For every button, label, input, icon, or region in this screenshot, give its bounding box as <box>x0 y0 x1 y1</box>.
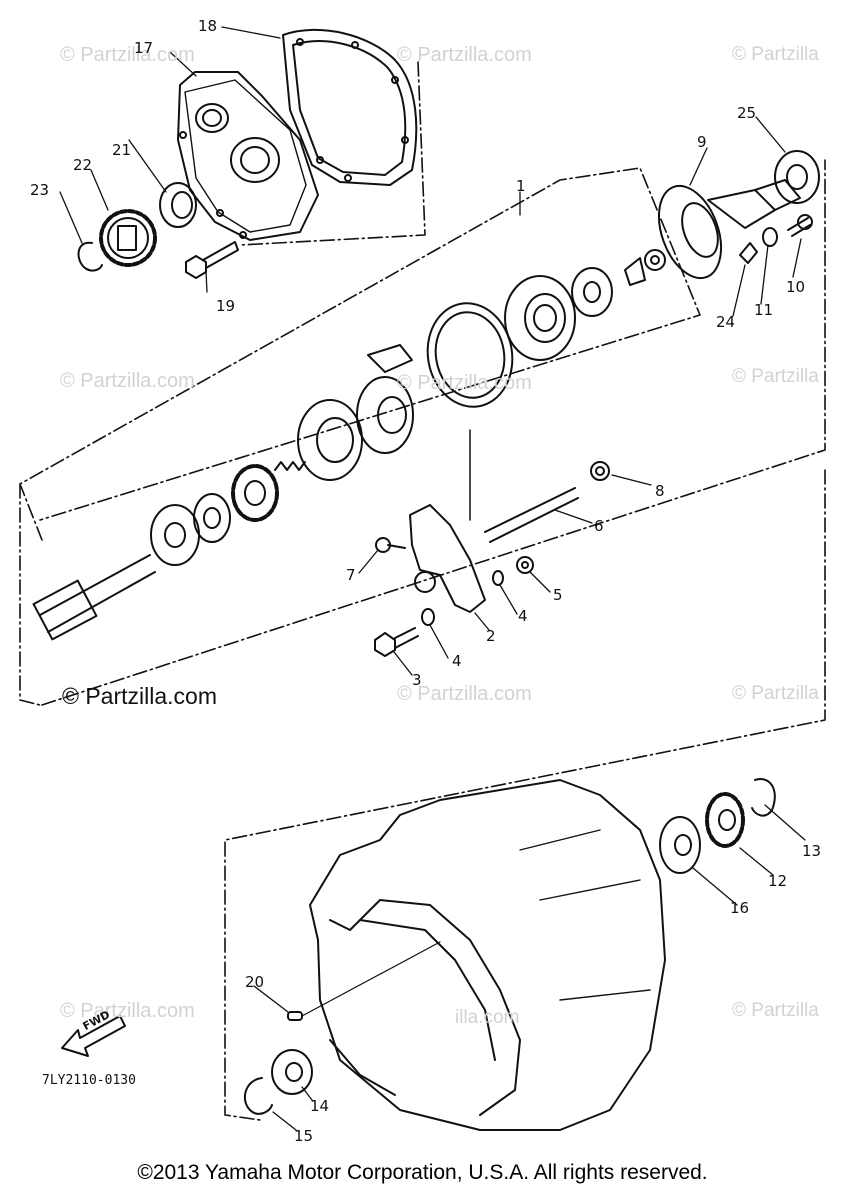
callout-20: 20 <box>245 973 265 991</box>
crankcase-housing-part <box>309 779 666 1131</box>
cover-gasket-part <box>282 28 418 186</box>
watermark: © Partzilla <box>732 683 819 704</box>
callout-13: 13 <box>802 842 822 860</box>
fwd-arrow-icon <box>61 1015 126 1057</box>
partzilla-watermark: © Partzilla.com <box>62 683 217 709</box>
callout-10: 10 <box>786 278 806 296</box>
watermark: © Partzilla <box>732 44 819 65</box>
circlip-15-part <box>243 1077 273 1115</box>
bolt-19-part <box>185 241 239 279</box>
diagram-code: 7LY2110-0130 <box>42 1073 136 1088</box>
bolt-7-part <box>375 537 406 553</box>
gear-part <box>231 464 279 522</box>
bearing-16-part <box>659 816 701 874</box>
callout-4b: 4 <box>452 652 462 670</box>
oil-seal-21-part <box>159 182 197 228</box>
callout-8: 8 <box>655 482 665 500</box>
shift-rod-6-part <box>484 487 579 543</box>
drive-flange-9-part <box>657 179 801 280</box>
bearing-lower-part <box>150 504 200 566</box>
nut-lock-part <box>624 249 666 286</box>
watermark: © Partzilla.com <box>397 372 532 394</box>
bolt-3-part <box>374 627 419 657</box>
bearing-housing-part <box>504 275 576 361</box>
clutch-dog-part <box>297 399 363 481</box>
callout-9: 9 <box>697 133 707 151</box>
oil-seal-14-part <box>271 1049 313 1095</box>
large-oil-seal-part <box>426 302 514 408</box>
leader-lines <box>59 26 806 1131</box>
gear-case-cover-part <box>177 71 319 241</box>
callout-4a: 4 <box>518 607 528 625</box>
callout-5: 5 <box>553 586 563 604</box>
watermark: illa.com <box>455 1007 520 1028</box>
callout-17: 17 <box>134 39 154 57</box>
callout-1: 1 <box>516 177 526 195</box>
callout-21: 21 <box>112 141 132 159</box>
callout-6: 6 <box>594 517 604 535</box>
nut-5-part <box>516 556 534 574</box>
washer-4a-part <box>492 570 504 586</box>
dowel-pin-20-part <box>287 941 441 1021</box>
bearing-25-part <box>774 150 820 204</box>
callout-24: 24 <box>716 313 736 331</box>
watermark: © Partzilla <box>732 366 819 387</box>
watermark: © Partzilla.com <box>60 1000 195 1022</box>
callout-16: 16 <box>730 899 750 917</box>
watermark: © Partzilla.com <box>60 44 195 66</box>
callout-19: 19 <box>216 297 236 315</box>
circlip-13-part <box>751 778 776 817</box>
callout-7: 7 <box>346 566 356 584</box>
callout-15: 15 <box>294 1127 314 1145</box>
assembly-outline <box>19 61 826 1121</box>
key-24-part <box>739 242 758 264</box>
callout-12: 12 <box>768 872 788 890</box>
copyright-notice: ©2013 Yamaha Motor Corporation, U.S.A. A… <box>137 1161 708 1184</box>
callout-23: 23 <box>30 181 50 199</box>
nut-8-part <box>590 461 610 481</box>
washer-11-part <box>762 227 778 247</box>
watermark: © Partzilla.com <box>60 370 195 392</box>
spring-part <box>274 461 306 471</box>
callout-2: 2 <box>486 627 496 645</box>
watermark: © Partzilla <box>732 1000 819 1021</box>
washer-4b-part <box>421 608 435 626</box>
callout-14: 14 <box>310 1097 330 1115</box>
callout-3: 3 <box>412 671 422 689</box>
watermark: © Partzilla.com <box>397 44 532 66</box>
shift-cam-part <box>356 344 414 454</box>
sprocket-12-part <box>705 792 745 848</box>
shift-fork-2-part <box>409 429 486 613</box>
sprocket-22-part <box>99 209 157 267</box>
callout-11: 11 <box>754 301 774 319</box>
callout-18: 18 <box>198 17 218 35</box>
callout-22: 22 <box>73 156 93 174</box>
bearing-upper-part <box>571 267 613 317</box>
bolt-10-part <box>787 214 813 237</box>
drive-shaft-part <box>32 554 156 641</box>
callout-25: 25 <box>737 104 757 122</box>
watermark: © Partzilla.com <box>397 683 532 705</box>
circlip-23-part <box>77 241 103 272</box>
